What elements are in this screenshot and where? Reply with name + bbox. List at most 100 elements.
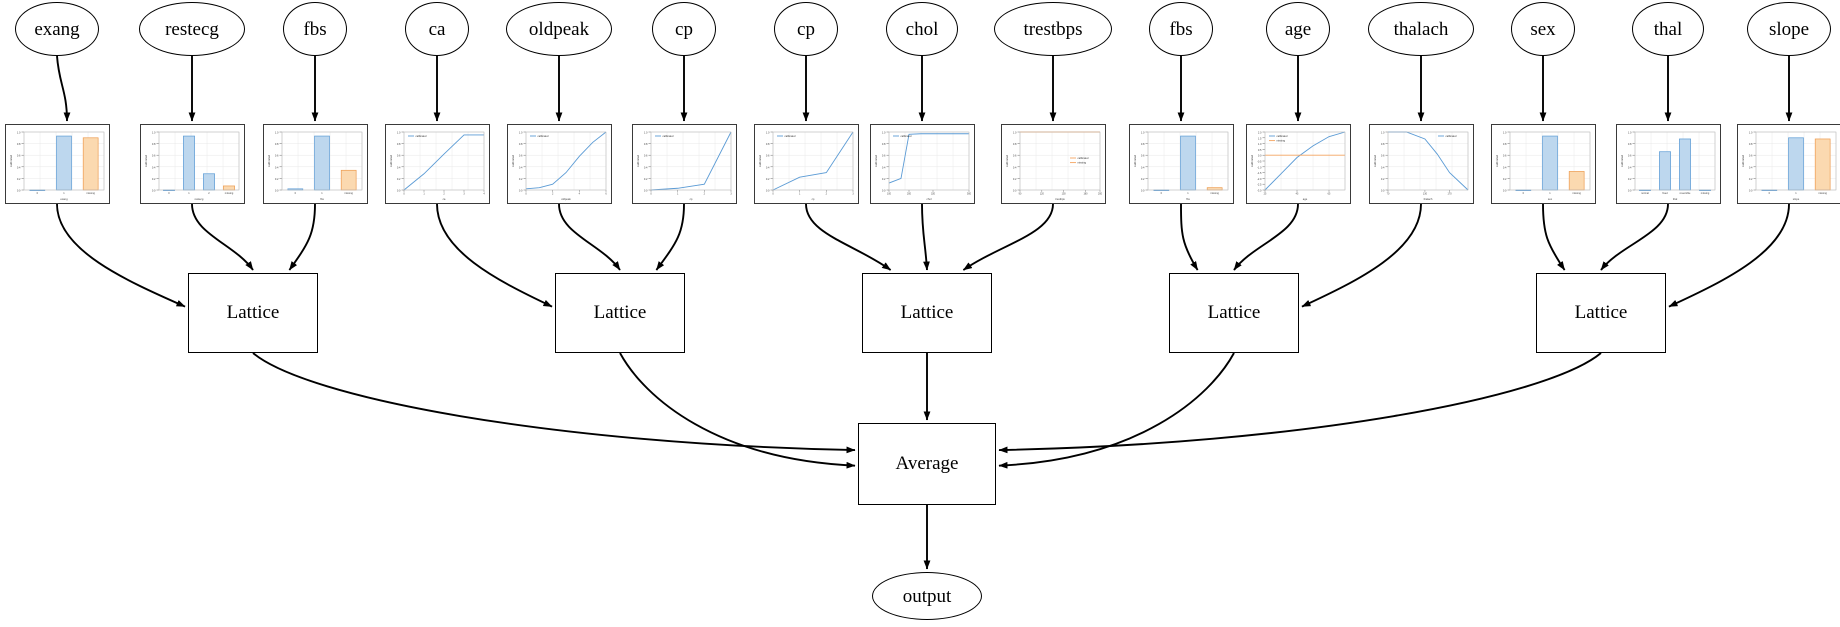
- svg-text:90: 90: [1018, 192, 1021, 195]
- svg-text:2: 2: [443, 192, 445, 195]
- svg-text:200: 200: [1098, 192, 1103, 195]
- svg-text:0: 0: [403, 192, 405, 195]
- svg-text:120: 120: [1039, 192, 1044, 195]
- svg-text:45: 45: [1295, 192, 1298, 195]
- svg-text:4: 4: [578, 192, 580, 195]
- svg-text:0.4: 0.4: [1627, 165, 1631, 169]
- svg-text:calibrated: calibrated: [1741, 154, 1745, 167]
- lattice-node-label: Lattice: [1207, 302, 1261, 323]
- svg-text:-1.0: -1.0: [1257, 165, 1262, 169]
- svg-text:age: age: [1302, 198, 1307, 201]
- svg-text:0: 0: [36, 192, 38, 195]
- svg-text:0.0: 0.0: [1380, 189, 1384, 193]
- svg-text:0.0: 0.0: [274, 189, 278, 193]
- svg-text:0.8: 0.8: [1627, 142, 1631, 146]
- feature-node-label: sex: [1530, 18, 1556, 40]
- svg-text:0.4: 0.4: [1140, 165, 1144, 169]
- svg-text:1.0: 1.0: [16, 131, 20, 135]
- svg-text:0.6: 0.6: [396, 154, 400, 158]
- svg-text:0.2: 0.2: [518, 177, 522, 181]
- svg-text:0.8: 0.8: [1502, 142, 1506, 146]
- svg-text:sex: sex: [1547, 198, 1552, 201]
- svg-text:0.4: 0.4: [765, 165, 769, 169]
- svg-text:1: 1: [321, 192, 323, 195]
- average-node-label: Average: [895, 453, 959, 474]
- svg-text:0.0: 0.0: [1502, 189, 1506, 193]
- feature-node-oldpeak-4[interactable]: oldpeak: [505, 2, 613, 56]
- feature-node-trestbps-8[interactable]: trestbps: [994, 2, 1112, 56]
- svg-text:0.8: 0.8: [16, 142, 20, 146]
- svg-text:1.0: 1.0: [881, 131, 885, 135]
- feature-node-fbs-9[interactable]: fbs: [1149, 2, 1213, 56]
- svg-text:0.6: 0.6: [1140, 154, 1144, 158]
- svg-text:exang: exang: [60, 198, 68, 201]
- svg-text:0.0: 0.0: [151, 189, 155, 193]
- feature-node-cp-5[interactable]: cp: [652, 2, 716, 56]
- lattice-node-0[interactable]: Lattice: [188, 273, 318, 353]
- svg-text:0.6: 0.6: [274, 154, 278, 158]
- svg-text:calibrated: calibrated: [144, 154, 148, 167]
- svg-text:0: 0: [1160, 192, 1162, 195]
- svg-text:0.0: 0.0: [1012, 189, 1016, 193]
- svg-text:0.8: 0.8: [518, 142, 522, 146]
- svg-text:0: 0: [1768, 192, 1770, 195]
- svg-text:0.2: 0.2: [1380, 177, 1384, 181]
- feature-node-label: restecg: [165, 18, 219, 40]
- feature-node-fbs-2[interactable]: fbs: [283, 2, 347, 56]
- svg-text:0.2: 0.2: [765, 177, 769, 181]
- svg-text:missing: missing: [1276, 140, 1285, 143]
- svg-text:0.2: 0.2: [643, 177, 647, 181]
- svg-text:2.0: 2.0: [1257, 131, 1261, 135]
- feature-node-chol-7[interactable]: chol: [886, 2, 958, 56]
- lattice-node-3[interactable]: Lattice: [1169, 273, 1299, 353]
- lattice-node-2[interactable]: Lattice: [862, 273, 992, 353]
- svg-text:calibrated: calibrated: [636, 154, 640, 167]
- svg-text:0.4: 0.4: [1012, 165, 1016, 169]
- svg-text:130: 130: [1422, 192, 1427, 195]
- svg-text:-2.0: -2.0: [1257, 177, 1262, 181]
- feature-node-thal-13[interactable]: thal: [1632, 2, 1704, 56]
- svg-text:0.8: 0.8: [1012, 142, 1016, 146]
- svg-text:25: 25: [1263, 192, 1266, 195]
- lattice-node-1[interactable]: Lattice: [555, 273, 685, 353]
- output-node[interactable]: output: [872, 572, 982, 620]
- svg-text:0.6: 0.6: [1502, 154, 1506, 158]
- svg-text:0.8: 0.8: [396, 142, 400, 146]
- svg-text:0: 0: [525, 192, 527, 195]
- svg-text:1.0: 1.0: [396, 131, 400, 135]
- svg-text:0.8: 0.8: [765, 142, 769, 146]
- svg-text:0.2: 0.2: [151, 177, 155, 181]
- average-node[interactable]: Average: [858, 423, 996, 505]
- feature-node-label: fbs: [303, 18, 327, 40]
- feature-node-slope-14[interactable]: slope: [1747, 2, 1831, 56]
- svg-text:trestbps: trestbps: [1055, 197, 1065, 201]
- svg-text:missing: missing: [1210, 192, 1219, 195]
- svg-text:ca: ca: [442, 198, 445, 201]
- svg-text:slope: slope: [1792, 197, 1799, 201]
- svg-text:0.2: 0.2: [396, 177, 400, 181]
- svg-text:150: 150: [1061, 192, 1066, 195]
- feature-node-exang-0[interactable]: exang: [15, 2, 99, 56]
- feature-node-age-10[interactable]: age: [1266, 2, 1330, 56]
- svg-text:0.4: 0.4: [151, 165, 155, 169]
- lattice-node-label: Lattice: [593, 302, 647, 323]
- feature-node-cp-6[interactable]: cp: [774, 2, 838, 56]
- svg-text:0.2: 0.2: [1748, 177, 1752, 181]
- feature-node-label: cp: [675, 18, 693, 40]
- lattice-node-4[interactable]: Lattice: [1536, 273, 1666, 353]
- feature-node-sex-12[interactable]: sex: [1511, 2, 1575, 56]
- feature-node-ca-3[interactable]: ca: [405, 2, 469, 56]
- svg-text:1.5: 1.5: [1257, 136, 1261, 140]
- svg-text:0.8: 0.8: [1380, 142, 1384, 146]
- svg-text:calibrated: calibrated: [874, 154, 878, 167]
- feature-node-thalach-11[interactable]: thalach: [1367, 2, 1475, 56]
- svg-text:-3.0: -3.0: [1257, 189, 1262, 193]
- svg-text:0.6: 0.6: [643, 154, 647, 158]
- feature-node-restecg-1[interactable]: restecg: [138, 2, 246, 56]
- svg-text:calibrated: calibrated: [1250, 154, 1254, 167]
- svg-text:0.2: 0.2: [16, 177, 20, 181]
- svg-text:1.0: 1.0: [1748, 131, 1752, 135]
